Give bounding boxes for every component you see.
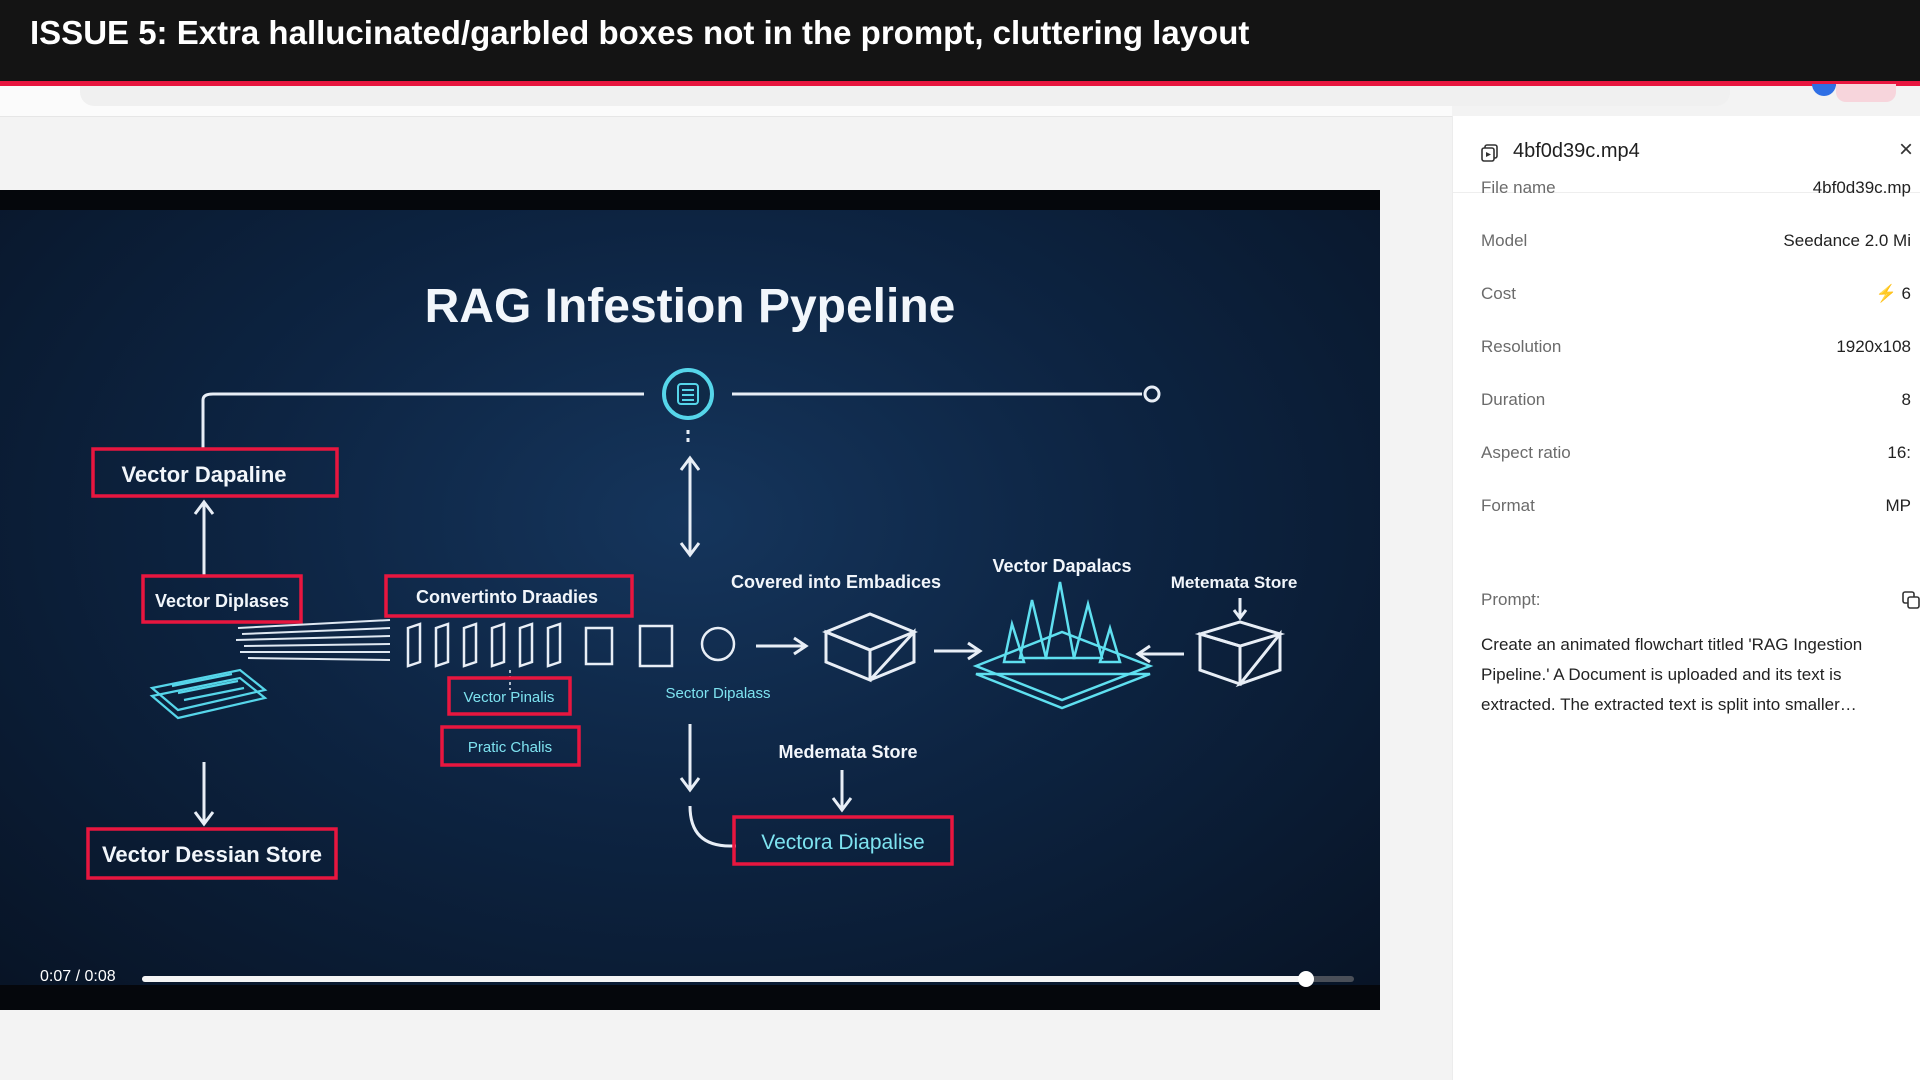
label-metemata-store: Metemata Store <box>1171 573 1298 592</box>
metadata-row: Cost ⚡ 6 <box>1481 284 1920 314</box>
hallucinated-box <box>384 574 634 618</box>
chunk-blocks <box>406 622 674 668</box>
document-glyph-icon <box>677 383 699 405</box>
metadata-value: 8 <box>1901 390 1911 409</box>
seek-bar[interactable] <box>142 971 1354 987</box>
metadata-row: Format MP <box>1481 496 1920 526</box>
flowchart-diagram: RAG Infestion Pypeline Vector Dapaline V… <box>86 280 1298 880</box>
video-controls: 0:07 / 0:08 <box>0 956 1380 1010</box>
hallucinated-box <box>732 815 954 866</box>
close-icon[interactable]: × <box>1899 136 1914 163</box>
panel-title: 4bf0d39c.mp4 <box>1513 140 1640 162</box>
label-vector-diplases: Vector Diplases <box>155 591 289 611</box>
hallucinated-box <box>447 676 572 716</box>
label-vector-dapalacs: Vector Dapalacs <box>992 556 1131 576</box>
metadata-key: File name <box>1481 178 1556 197</box>
document-stack-icon <box>149 668 268 720</box>
label-vector-dessian-store: Vector Dessian Store <box>102 842 322 867</box>
hallucinated-box <box>440 725 581 767</box>
address-bar[interactable] <box>80 86 1730 106</box>
process-node <box>700 626 736 662</box>
metadata-key: Duration <box>1481 390 1546 409</box>
time-display: 0:07 / 0:08 <box>40 968 116 985</box>
label-sector-dipalass: Sector Dipalass <box>665 685 770 702</box>
issue-banner-title: ISSUE 5: Extra hallucinated/garbled boxe… <box>30 14 1250 51</box>
arrow-head-icon <box>831 797 853 813</box>
arrow-head-icon <box>193 499 215 515</box>
video-frame[interactable]: RAG Infestion Pypeline Vector Dapaline V… <box>0 210 1380 985</box>
label-vector-pinalis: Vector Pinalis <box>464 689 555 706</box>
lightning-icon: ⚡ <box>1875 284 1902 303</box>
hallucinated-box <box>91 447 339 498</box>
metadata-row: Duration 8 <box>1481 390 1920 420</box>
metadata-box-icon <box>1194 620 1286 688</box>
seek-progress <box>142 976 1306 982</box>
prompt-label: Prompt: <box>1481 590 1541 609</box>
endpoint-node <box>1143 385 1161 403</box>
video-file-icon <box>1481 144 1498 162</box>
metadata-row: Resolution 1920x108 <box>1481 337 1920 367</box>
metadata-key: Aspect ratio <box>1481 443 1571 462</box>
connector-line <box>201 392 644 448</box>
metadata-value: 4bf0d39c.mp <box>1812 178 1911 197</box>
metadata-row: Aspect ratio 16: <box>1481 443 1920 473</box>
label-vector-dapaline: Vector Dapaline <box>121 462 286 487</box>
metadata-value: Seedance 2.0 Mi <box>1783 231 1911 250</box>
label-covered-into: Covered into Embadices <box>731 572 941 592</box>
metadata-value: 16: <box>1887 443 1911 462</box>
embedding-box-icon <box>822 612 918 683</box>
metadata-row: Model Seedance 2.0 Mi <box>1481 231 1920 261</box>
metadata-row: File name 4bf0d39c.mp <box>1481 178 1920 208</box>
label-pratic-chalis: Pratic Chalis <box>468 739 552 756</box>
seek-handle[interactable] <box>1297 971 1314 987</box>
video-player[interactable]: RAG Infestion Pypeline Vector Dapaline V… <box>0 190 1380 1010</box>
issue-banner: ISSUE 5: Extra hallucinated/garbled boxe… <box>0 0 1920 86</box>
arrow-head-icon <box>193 811 215 827</box>
arrow-head-icon <box>679 455 701 471</box>
hallucinated-box <box>86 827 338 880</box>
crystal-database-icon <box>972 581 1154 710</box>
metadata-value: 1920x108 <box>1836 337 1911 356</box>
panel-header: 4bf0d39c.mp4 × <box>1453 116 1920 193</box>
arrow-head-icon <box>1135 644 1151 664</box>
metadata-key: Cost <box>1481 284 1516 303</box>
label-convertinto: Convertinto Draadies <box>416 587 598 607</box>
arrow-head-icon <box>679 777 701 793</box>
hallucinated-box <box>141 574 303 624</box>
profile-avatar[interactable] <box>1812 84 1836 96</box>
prompt-text: Create an animated flowchart titled 'RAG… <box>1481 635 1863 714</box>
cost-value: 6 <box>1901 284 1911 303</box>
metadata-key: Resolution <box>1481 337 1562 356</box>
arrow-head-icon <box>967 641 983 661</box>
text-stream-lines <box>235 619 391 661</box>
browser-action-pill[interactable] <box>1836 84 1896 102</box>
arrow-head-icon <box>679 542 701 558</box>
diagram-title: RAG Infestion Pypeline <box>425 280 956 333</box>
copy-icon[interactable] <box>1901 590 1920 610</box>
metadata-value: MP <box>1885 496 1912 515</box>
metadata-key: Model <box>1481 231 1528 250</box>
arrow-head-icon <box>793 636 809 656</box>
label-medemata-store: Medemata Store <box>778 742 917 762</box>
metadata-value: ⚡ 6 <box>1876 284 1911 304</box>
browser-address-strip <box>0 86 1730 117</box>
metadata-key: Format <box>1481 496 1535 515</box>
label-vectora-diapalise: Vectora Diapalise <box>761 831 924 854</box>
